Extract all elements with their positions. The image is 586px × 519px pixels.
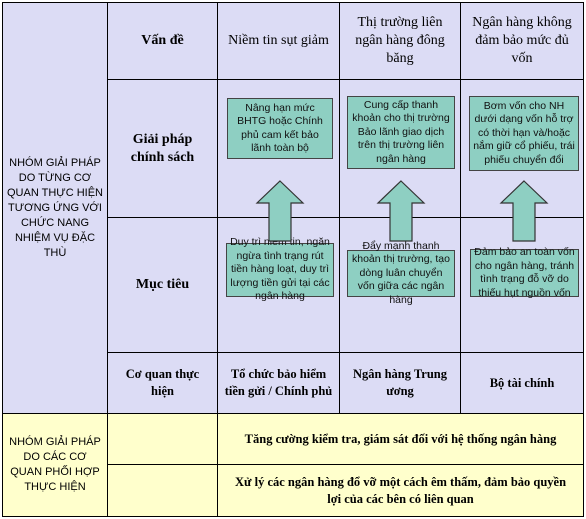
- col2-issue-text: Thị trường liên ngân hàng đông băng: [355, 15, 445, 66]
- row-label-goal: Mục tiêu: [107, 217, 218, 353]
- row-label-agency: Cơ quan thực hiện: [107, 352, 218, 414]
- col2-policy-text: Cung cấp thanh khoản cho thị trường Bảo …: [352, 98, 450, 165]
- col3-agency: Bộ tài chính: [460, 352, 584, 414]
- col3-agency-text: Bộ tài chính: [489, 375, 555, 390]
- coord-row2-text: Xử lý các ngân hàng đổ vỡ một cách êm th…: [234, 474, 567, 506]
- coord-row1-text: Tăng cường kiểm tra, giám sát đối với hệ…: [244, 431, 557, 446]
- col2-goal-box: Đẩy mạnh thanh khoản thị trường, tạo dòn…: [347, 240, 455, 306]
- col2-policy-box: Cung cấp thanh khoản cho thị trường Bảo …: [347, 96, 455, 169]
- col1-agency-text: Tổ chức bảo hiểm tiền gửi / Chính phủ: [224, 367, 333, 398]
- coord-row1-spacer: [107, 413, 218, 465]
- col3-up-arrow: [499, 180, 549, 242]
- col2-goal-text: Đẩy mạnh thanh khoản thị trường, tạo dòn…: [352, 239, 450, 306]
- col1-policy-box: Nâng hạn mức BHTG hoặc Chính phủ cam kết…: [227, 98, 333, 159]
- col1-policy-text: Nâng hạn mức BHTG hoặc Chính phủ cam kết…: [237, 101, 323, 155]
- col1-goal-box: Duy trì niềm tin, ngăn ngừa tình trạng r…: [226, 236, 334, 302]
- row-label-issue: Vấn đề: [107, 2, 218, 80]
- col2-agency-text: Ngân hàng Trung ương: [352, 367, 448, 398]
- coord-row2-spacer: [107, 464, 218, 517]
- row-label-agency-text: Cơ quan thực hiện: [125, 367, 200, 398]
- col1-goal-text: Duy trì niềm tin, ngăn ngừa tình trạng r…: [230, 236, 330, 303]
- row-label-policy: Giải pháp chính sách: [107, 79, 218, 218]
- row-label-issue-text: Vấn đề: [141, 33, 184, 48]
- col3-goal-text: Đảm bảo an toàn vốn cho ngân hàng, tránh…: [474, 246, 575, 299]
- coord-row2: Xử lý các ngân hàng đổ vỡ một cách êm th…: [217, 464, 584, 517]
- coord-row1: Tăng cường kiểm tra, giám sát đối với hệ…: [217, 413, 584, 465]
- group1-label: NHÓM GIẢI PHÁP DO TỪNG CƠ QUAN THỰC HIỆN…: [2, 2, 108, 414]
- row-label-goal-text: Mục tiêu: [135, 277, 190, 292]
- col1-issue: Niềm tin sụt giảm: [217, 2, 340, 80]
- col3-policy-box: Bơm vốn cho NH dưới dạng vốn hỗ trợ có t…: [469, 96, 579, 171]
- col2-agency: Ngân hàng Trung ương: [339, 352, 461, 414]
- col1-agency: Tổ chức bảo hiểm tiền gửi / Chính phủ: [217, 352, 340, 414]
- row-label-policy-text: Giải pháp chính sách: [130, 131, 195, 165]
- col2-up-arrow: [376, 180, 426, 242]
- group1-label-text: NHÓM GIẢI PHÁP DO TỪNG CƠ QUAN THỰC HIỆN…: [7, 156, 103, 259]
- group2-label-text: NHÓM GIẢI PHÁP DO CÁC CƠ QUAN PHỐI HỢP T…: [9, 436, 101, 493]
- col3-issue: Ngân hàng không đảm bảo mức đủ vốn: [460, 2, 584, 80]
- col1-up-arrow: [255, 180, 305, 242]
- col3-policy-text: Bơm vốn cho NH dưới dạng vốn hỗ trợ có t…: [473, 99, 575, 166]
- col3-issue-text: Ngân hàng không đảm bảo mức đủ vốn: [472, 15, 572, 66]
- group2-label: NHÓM GIẢI PHÁP DO CÁC CƠ QUAN PHỐI HỢP T…: [2, 413, 108, 517]
- col3-goal-box: Đảm bảo an toàn vốn cho ngân hàng, tránh…: [470, 246, 579, 299]
- col1-issue-text: Niềm tin sụt giảm: [228, 33, 329, 48]
- col2-issue: Thị trường liên ngân hàng đông băng: [339, 2, 461, 80]
